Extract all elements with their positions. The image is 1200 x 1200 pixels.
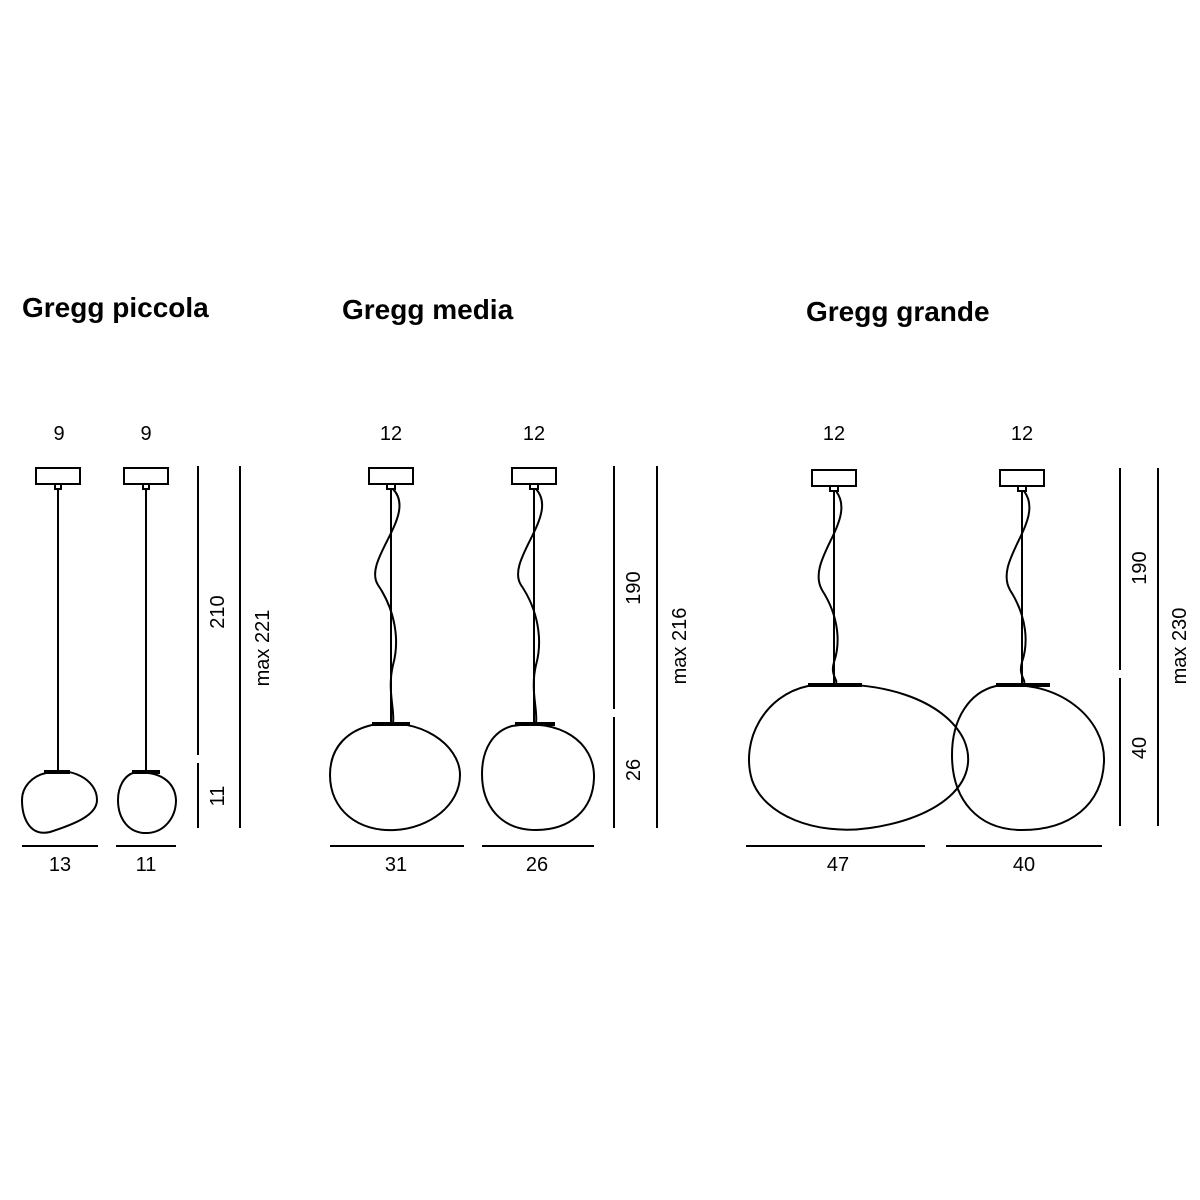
top-width-label: 12 bbox=[379, 423, 403, 445]
bottom-width-label: 13 bbox=[48, 854, 72, 876]
ceiling-canopy bbox=[512, 468, 556, 484]
diffuser-height-label: 26 bbox=[623, 758, 645, 782]
cable-length-label: 190 bbox=[1129, 551, 1151, 585]
power-cord bbox=[819, 491, 842, 683]
cable-clamp bbox=[830, 486, 838, 491]
cable-clamp bbox=[1018, 486, 1026, 491]
ceiling-canopy bbox=[369, 468, 413, 484]
diffuser-height-label: 11 bbox=[207, 785, 229, 807]
cable-clamp bbox=[143, 484, 149, 489]
cable-clamp bbox=[530, 484, 538, 489]
media-dimension-lines bbox=[330, 466, 657, 846]
title-grande: Gregg grande bbox=[806, 296, 990, 327]
max-height-label: max 230 bbox=[1169, 607, 1191, 685]
glass-diffuser bbox=[482, 724, 594, 830]
glass-diffuser bbox=[952, 685, 1104, 830]
cable-clamp bbox=[55, 484, 61, 489]
piccola-dimension-lines bbox=[22, 466, 240, 846]
glass-diffuser bbox=[22, 771, 97, 833]
bottom-width-label: 31 bbox=[384, 854, 408, 876]
title-media: Gregg media bbox=[342, 294, 514, 325]
top-width-label: 12 bbox=[822, 423, 846, 445]
piccola-lamp-2 bbox=[118, 468, 176, 833]
power-cord bbox=[1007, 491, 1030, 683]
ceiling-canopy bbox=[36, 468, 80, 484]
ceiling-canopy bbox=[124, 468, 168, 484]
grande-lamp-2 bbox=[952, 470, 1104, 830]
top-width-label: 9 bbox=[140, 423, 152, 445]
grande-lamp-1 bbox=[749, 470, 968, 830]
cable-clamp bbox=[387, 484, 395, 489]
bottom-width-label: 26 bbox=[525, 854, 549, 876]
title-piccola: Gregg piccola bbox=[22, 292, 209, 323]
glass-diffuser bbox=[330, 723, 460, 830]
top-width-label: 12 bbox=[1010, 423, 1034, 445]
media-lamp-1 bbox=[330, 468, 460, 830]
top-width-label: 9 bbox=[53, 423, 65, 445]
bottom-width-label: 47 bbox=[826, 854, 850, 876]
bottom-width-label: 11 bbox=[135, 854, 157, 876]
glass-diffuser bbox=[118, 773, 176, 834]
grande-dimension-lines bbox=[746, 468, 1158, 846]
diffuser-height-label: 40 bbox=[1129, 736, 1151, 760]
ceiling-canopy bbox=[812, 470, 856, 486]
top-width-label: 12 bbox=[522, 423, 546, 445]
cable-length-label: 190 bbox=[623, 571, 645, 605]
ceiling-canopy bbox=[1000, 470, 1044, 486]
media-lamp-2 bbox=[482, 468, 594, 830]
cable-length-label: 210 bbox=[207, 595, 229, 629]
power-cord bbox=[518, 489, 542, 723]
max-height-label: max 221 bbox=[252, 609, 274, 687]
piccola-lamp-1 bbox=[22, 468, 97, 833]
max-height-label: max 216 bbox=[669, 607, 691, 685]
bottom-width-label: 40 bbox=[1012, 854, 1036, 876]
glass-diffuser bbox=[749, 684, 968, 829]
power-cord bbox=[375, 489, 399, 723]
